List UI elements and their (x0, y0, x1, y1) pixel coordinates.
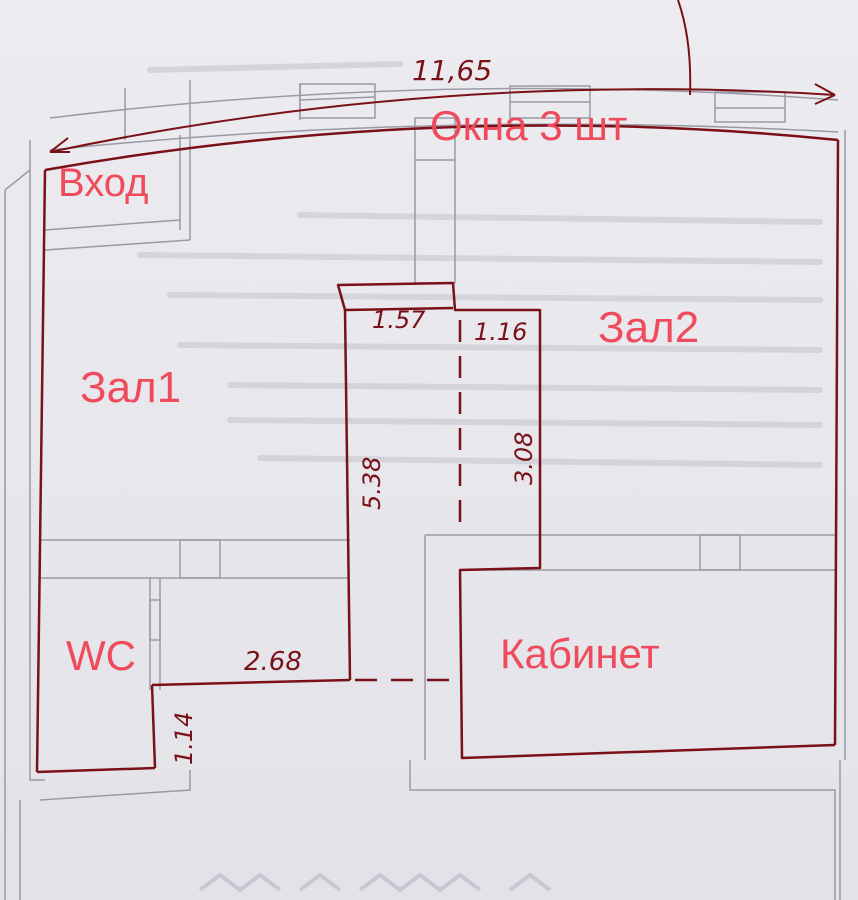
dimension-corridor-length-right: 3.08 (510, 432, 538, 485)
dimension-wc-step: 1.14 (170, 712, 198, 765)
bottom-ornament (198, 872, 552, 893)
background-print (137, 61, 823, 468)
dimension-wc-wall: 2.68 (244, 647, 302, 677)
printed-plan-lines (4, 80, 846, 900)
room-label-office: Кабинет (500, 630, 660, 677)
dashed-openings (355, 320, 462, 682)
dimension-corridor-top-right: 1.16 (474, 318, 527, 346)
dimension-corridor-top-left: 1.57 (372, 306, 426, 334)
dimension-total-width: 11,65 (412, 54, 492, 87)
room-label-entrance: Вход (58, 161, 149, 205)
windows-note: Окна 3 шт (430, 102, 627, 149)
dimension-corridor-length-left: 5.38 (358, 457, 386, 510)
room-label-hall2: Зал2 (598, 303, 699, 352)
room-label-hall1: Зал1 (80, 363, 181, 412)
room-label-wc: WC (66, 632, 136, 679)
hand-drawn-walls (35, 124, 840, 774)
dimension-arrows (49, 0, 836, 153)
